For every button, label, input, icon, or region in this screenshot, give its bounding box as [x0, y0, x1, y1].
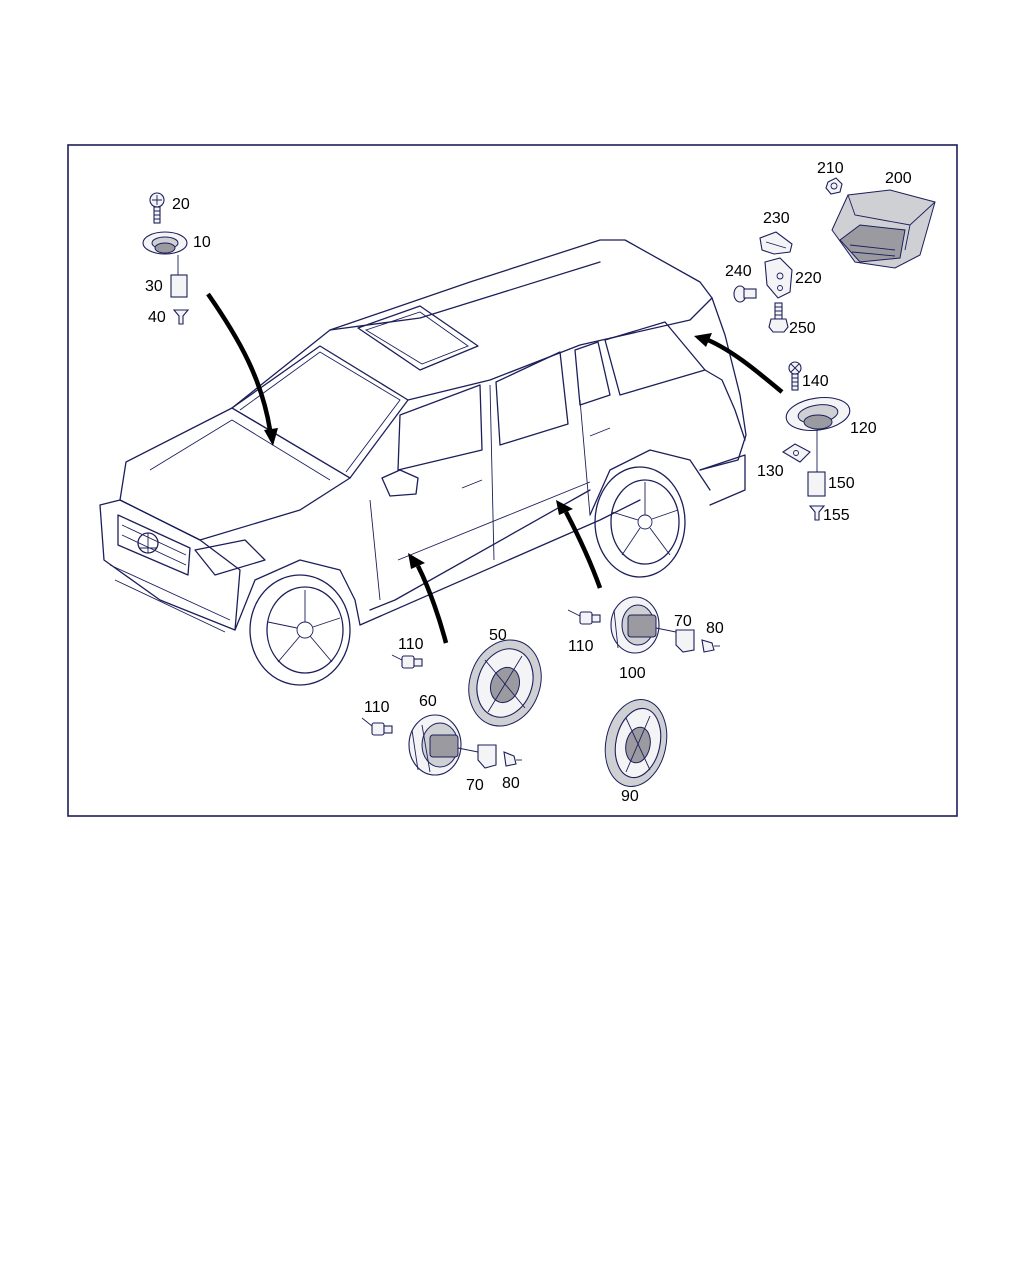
part-220-bracket — [764, 257, 793, 299]
label-130: 130 — [757, 463, 784, 480]
label-240: 240 — [725, 263, 752, 280]
part-60-tweeter — [408, 714, 462, 776]
label-140: 140 — [802, 373, 829, 390]
label-110-right: 110 — [568, 638, 594, 655]
label-150: 150 — [828, 475, 855, 492]
diagram-frame — [67, 144, 958, 817]
vehicle-illustration — [99, 239, 747, 686]
part-155-clip — [808, 505, 826, 521]
part-40-clip — [172, 309, 190, 325]
label-200: 200 — [885, 170, 912, 187]
label-230: 230 — [763, 210, 790, 227]
arrow-rear-speaker — [707, 337, 784, 394]
part-130-nut-plate — [781, 443, 811, 463]
part-140-screw — [788, 361, 802, 391]
part-120-speaker — [785, 396, 851, 432]
label-80-lower: 80 — [502, 775, 520, 792]
arrow-front-door — [415, 564, 449, 644]
label-120: 120 — [850, 420, 877, 437]
label-20: 20 — [172, 196, 190, 213]
part-70-connector-lower — [457, 744, 497, 769]
label-210: 210 — [817, 160, 844, 177]
part-240-rivet — [733, 285, 757, 303]
part-230-clip — [759, 231, 793, 255]
part-150-connector — [807, 430, 826, 497]
label-110-lower: 110 — [364, 699, 390, 716]
label-70-lower: 70 — [466, 777, 484, 794]
part-210-nut — [825, 177, 843, 195]
part-30-connector — [170, 255, 188, 298]
label-40: 40 — [148, 309, 166, 326]
arrow-rear-door — [564, 510, 603, 589]
arrow-front-speaker — [206, 292, 273, 431]
part-20-bolt — [149, 192, 165, 224]
pointer-arrows — [206, 292, 784, 644]
part-250-bolt — [768, 302, 789, 333]
part-90-speaker — [604, 699, 668, 787]
label-220: 220 — [795, 270, 822, 287]
part-80-clip-lower — [503, 751, 522, 767]
label-70-upper: 70 — [674, 613, 692, 630]
label-100: 100 — [619, 665, 646, 682]
part-10-speaker — [142, 231, 188, 255]
part-110-bolt-right — [567, 609, 601, 625]
part-50-speaker — [468, 639, 542, 727]
label-90: 90 — [621, 788, 639, 805]
label-10: 10 — [193, 234, 211, 251]
part-80-clip-upper — [701, 639, 720, 653]
label-250: 250 — [789, 320, 816, 337]
part-110-bolt-center — [391, 654, 423, 669]
label-80-upper: 80 — [706, 620, 724, 637]
label-155: 155 — [823, 507, 850, 524]
label-60: 60 — [419, 693, 437, 710]
part-200-amplifier-module — [831, 189, 936, 269]
label-110-center: 110 — [398, 636, 424, 653]
part-70-connector-upper — [655, 627, 695, 653]
label-50: 50 — [489, 627, 507, 644]
label-30: 30 — [145, 278, 163, 295]
part-110-bolt-lower — [361, 717, 393, 736]
part-number-labels: 20 10 30 40 210 200 230 240 220 250 140 … — [145, 160, 912, 805]
part-100-tweeter — [610, 596, 660, 654]
